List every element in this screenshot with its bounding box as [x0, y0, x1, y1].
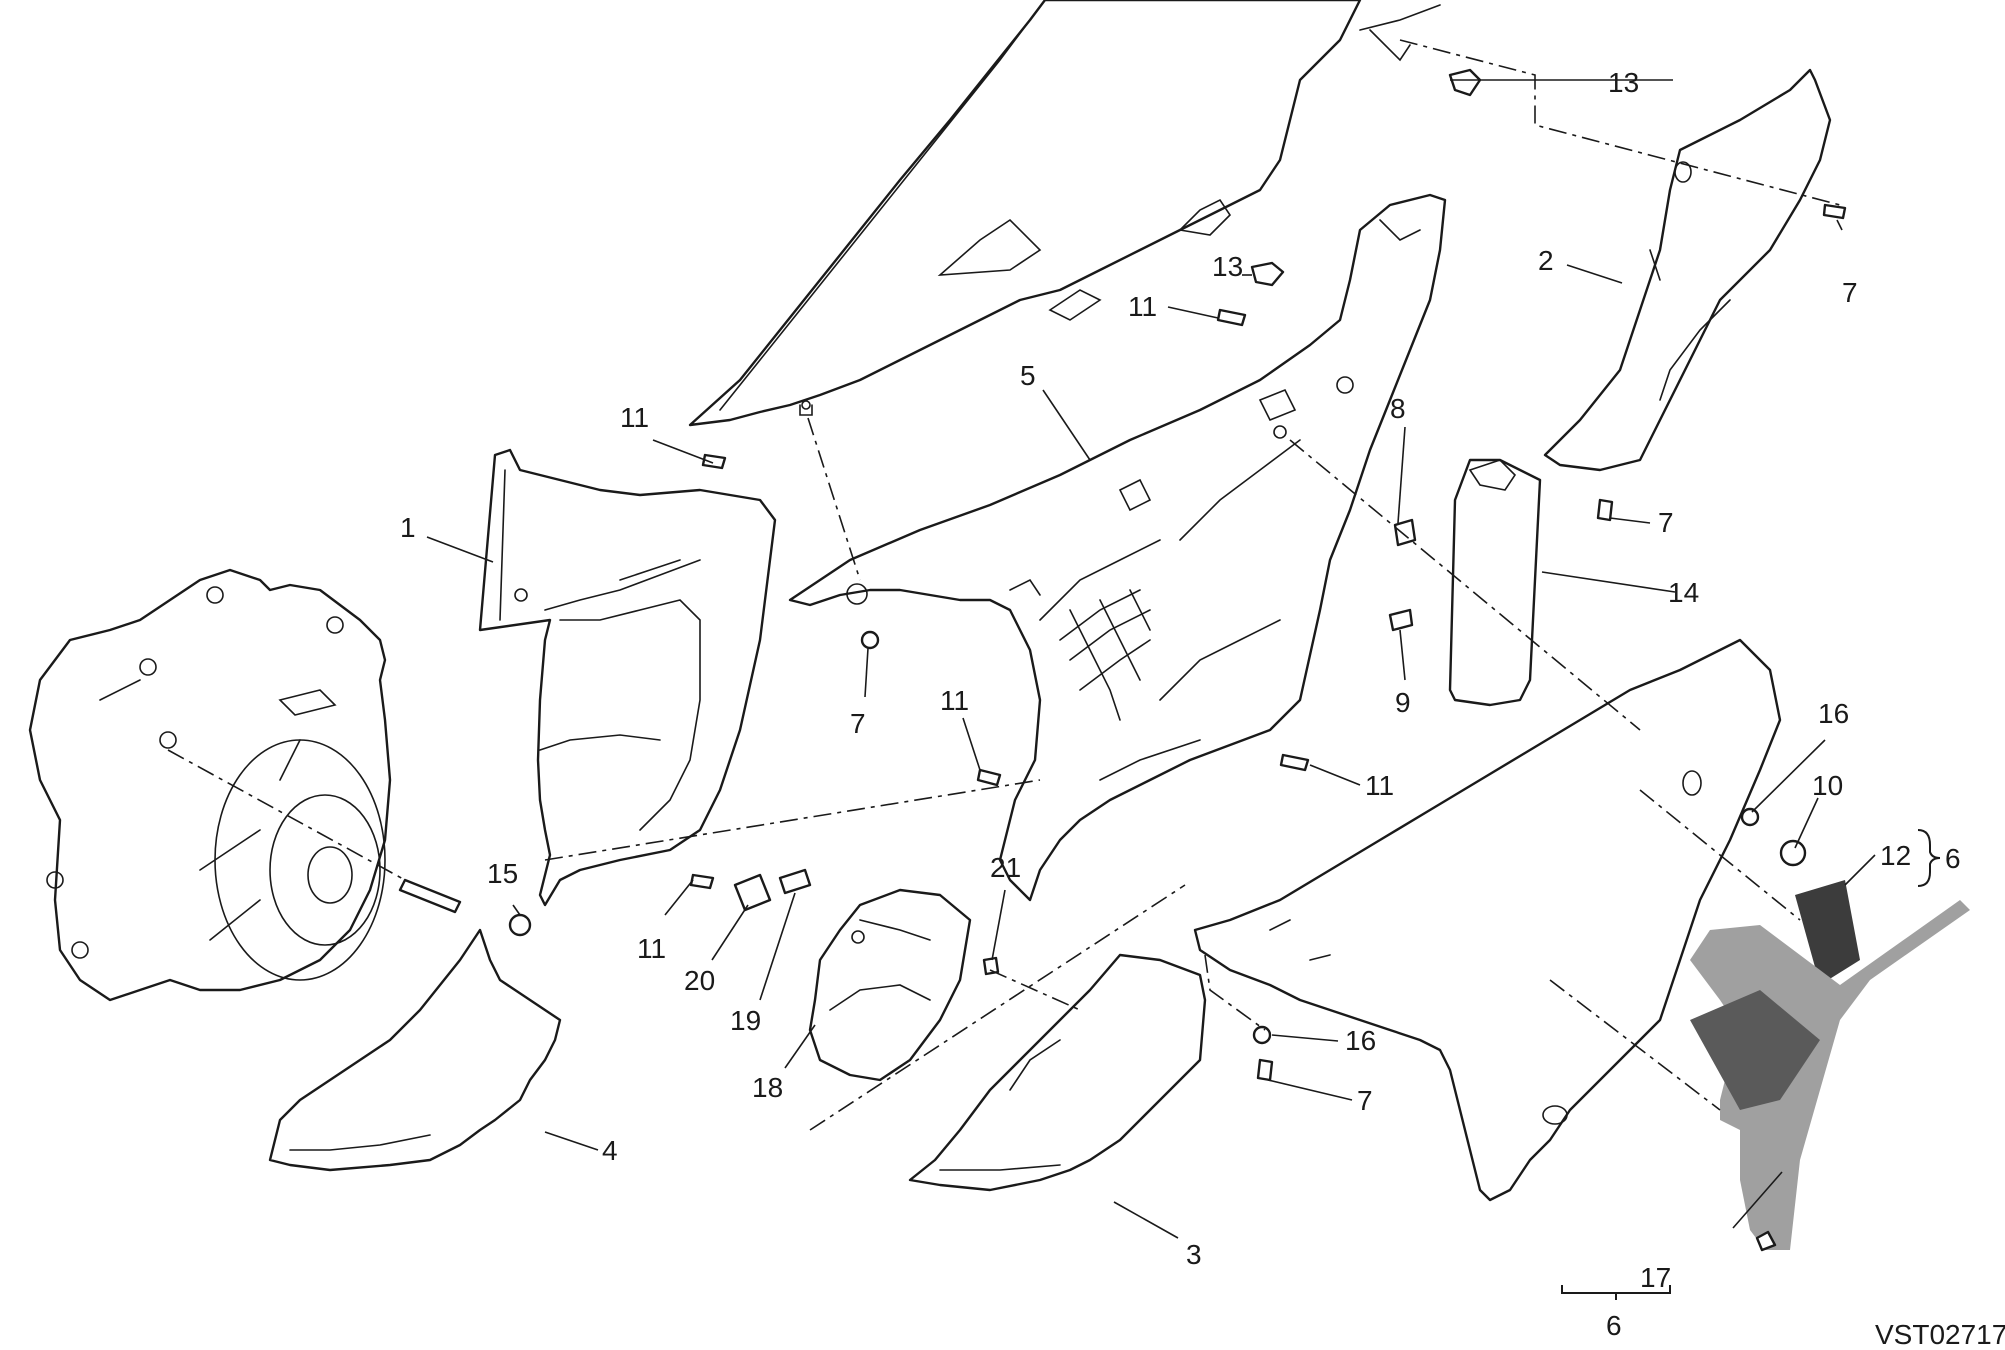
callout-6-right: 6	[1945, 843, 1961, 874]
callout-11-lower: 11	[637, 933, 666, 964]
fastener-11-top-center	[1216, 308, 1247, 327]
fastener-9	[1388, 608, 1414, 632]
callout-20: 20	[684, 965, 715, 996]
callout-5: 5	[1020, 360, 1036, 391]
fastener-8	[1393, 518, 1417, 547]
callout-19: 19	[730, 1005, 761, 1036]
callout-labels: 1 2 3 4 5 6 6 7 7 7 7 8 9 10 11 11 11 11…	[400, 67, 2005, 1350]
part-17-lower-fairing	[1193, 638, 1782, 1202]
part-12-decal	[1795, 880, 1860, 985]
fastener-15	[508, 913, 532, 937]
callout-18: 18	[752, 1072, 783, 1103]
part-14-duct-insert	[1448, 458, 1542, 707]
fastener-13-middle	[1250, 261, 1285, 287]
part-2-side-panel	[1543, 68, 1832, 472]
part-5-inner-panel	[788, 193, 1447, 902]
fastener-19	[778, 868, 812, 895]
callout-3: 3	[1186, 1239, 1202, 1270]
brace-group-6-right	[1917, 829, 1941, 887]
callout-11-top-left: 11	[620, 402, 649, 433]
fastener-10	[1779, 839, 1807, 867]
callout-7-center: 7	[850, 708, 866, 739]
callout-16-upper: 16	[1818, 698, 1849, 729]
callout-16-lower: 16	[1345, 1025, 1376, 1056]
fastener-11-top-left	[701, 453, 727, 470]
callout-11-left: 11	[940, 685, 969, 716]
callout-14: 14	[1668, 577, 1699, 608]
callout-13-middle: 13	[1212, 251, 1243, 282]
callout-6-bottom: 6	[1606, 1310, 1622, 1341]
part-1-duct-panel	[478, 448, 777, 907]
fastener-13-top	[1448, 68, 1482, 97]
callout-9: 9	[1395, 687, 1411, 718]
fastener-16-upper	[1740, 807, 1760, 827]
part-18-bracket	[808, 888, 972, 1082]
callout-12: 12	[1880, 840, 1911, 871]
alignment-lines	[167, 39, 1841, 1131]
callout-2: 2	[1538, 245, 1554, 276]
fastener-11-lower	[689, 873, 715, 890]
callout-1: 1	[400, 512, 416, 543]
callout-21: 21	[990, 852, 1021, 883]
upper-fairing	[688, 0, 1441, 427]
callout-7-lower: 7	[1357, 1085, 1373, 1116]
callout-7-right: 7	[1658, 507, 1674, 538]
drawing-code: VST02717	[1875, 1319, 2005, 1350]
callout-11-top-center: 11	[1128, 291, 1157, 322]
fastener-11-left	[976, 768, 1002, 787]
engine-bolt	[398, 878, 462, 914]
part-3-lower-cover	[908, 953, 1207, 1192]
fastener-7-upper-right	[1822, 203, 1847, 220]
callout-17: 17	[1640, 1262, 1671, 1293]
callout-13-top: 13	[1608, 67, 1639, 98]
fastener-11-right	[1279, 753, 1310, 772]
callout-11-right: 11	[1365, 770, 1394, 801]
leader-lines	[426, 79, 1876, 1239]
part-17-decal-trim	[1690, 900, 1970, 1252]
fastener-20	[733, 873, 772, 912]
callout-15: 15	[487, 858, 518, 889]
callout-8: 8	[1390, 393, 1406, 424]
fastener-7-lower	[1256, 1058, 1274, 1082]
callout-7-upper-right: 7	[1842, 277, 1858, 308]
engine-cover	[28, 568, 392, 1002]
part-4-lower-cover	[268, 928, 562, 1172]
callout-10: 10	[1812, 770, 1843, 801]
fastener-21	[982, 956, 1000, 976]
callout-4: 4	[602, 1135, 618, 1166]
fastener-7-right	[1596, 498, 1614, 522]
brace-group-6-bottom	[1561, 1285, 1671, 1300]
fastener-16-lower	[1252, 1025, 1272, 1045]
fastener-7-center	[860, 630, 880, 650]
